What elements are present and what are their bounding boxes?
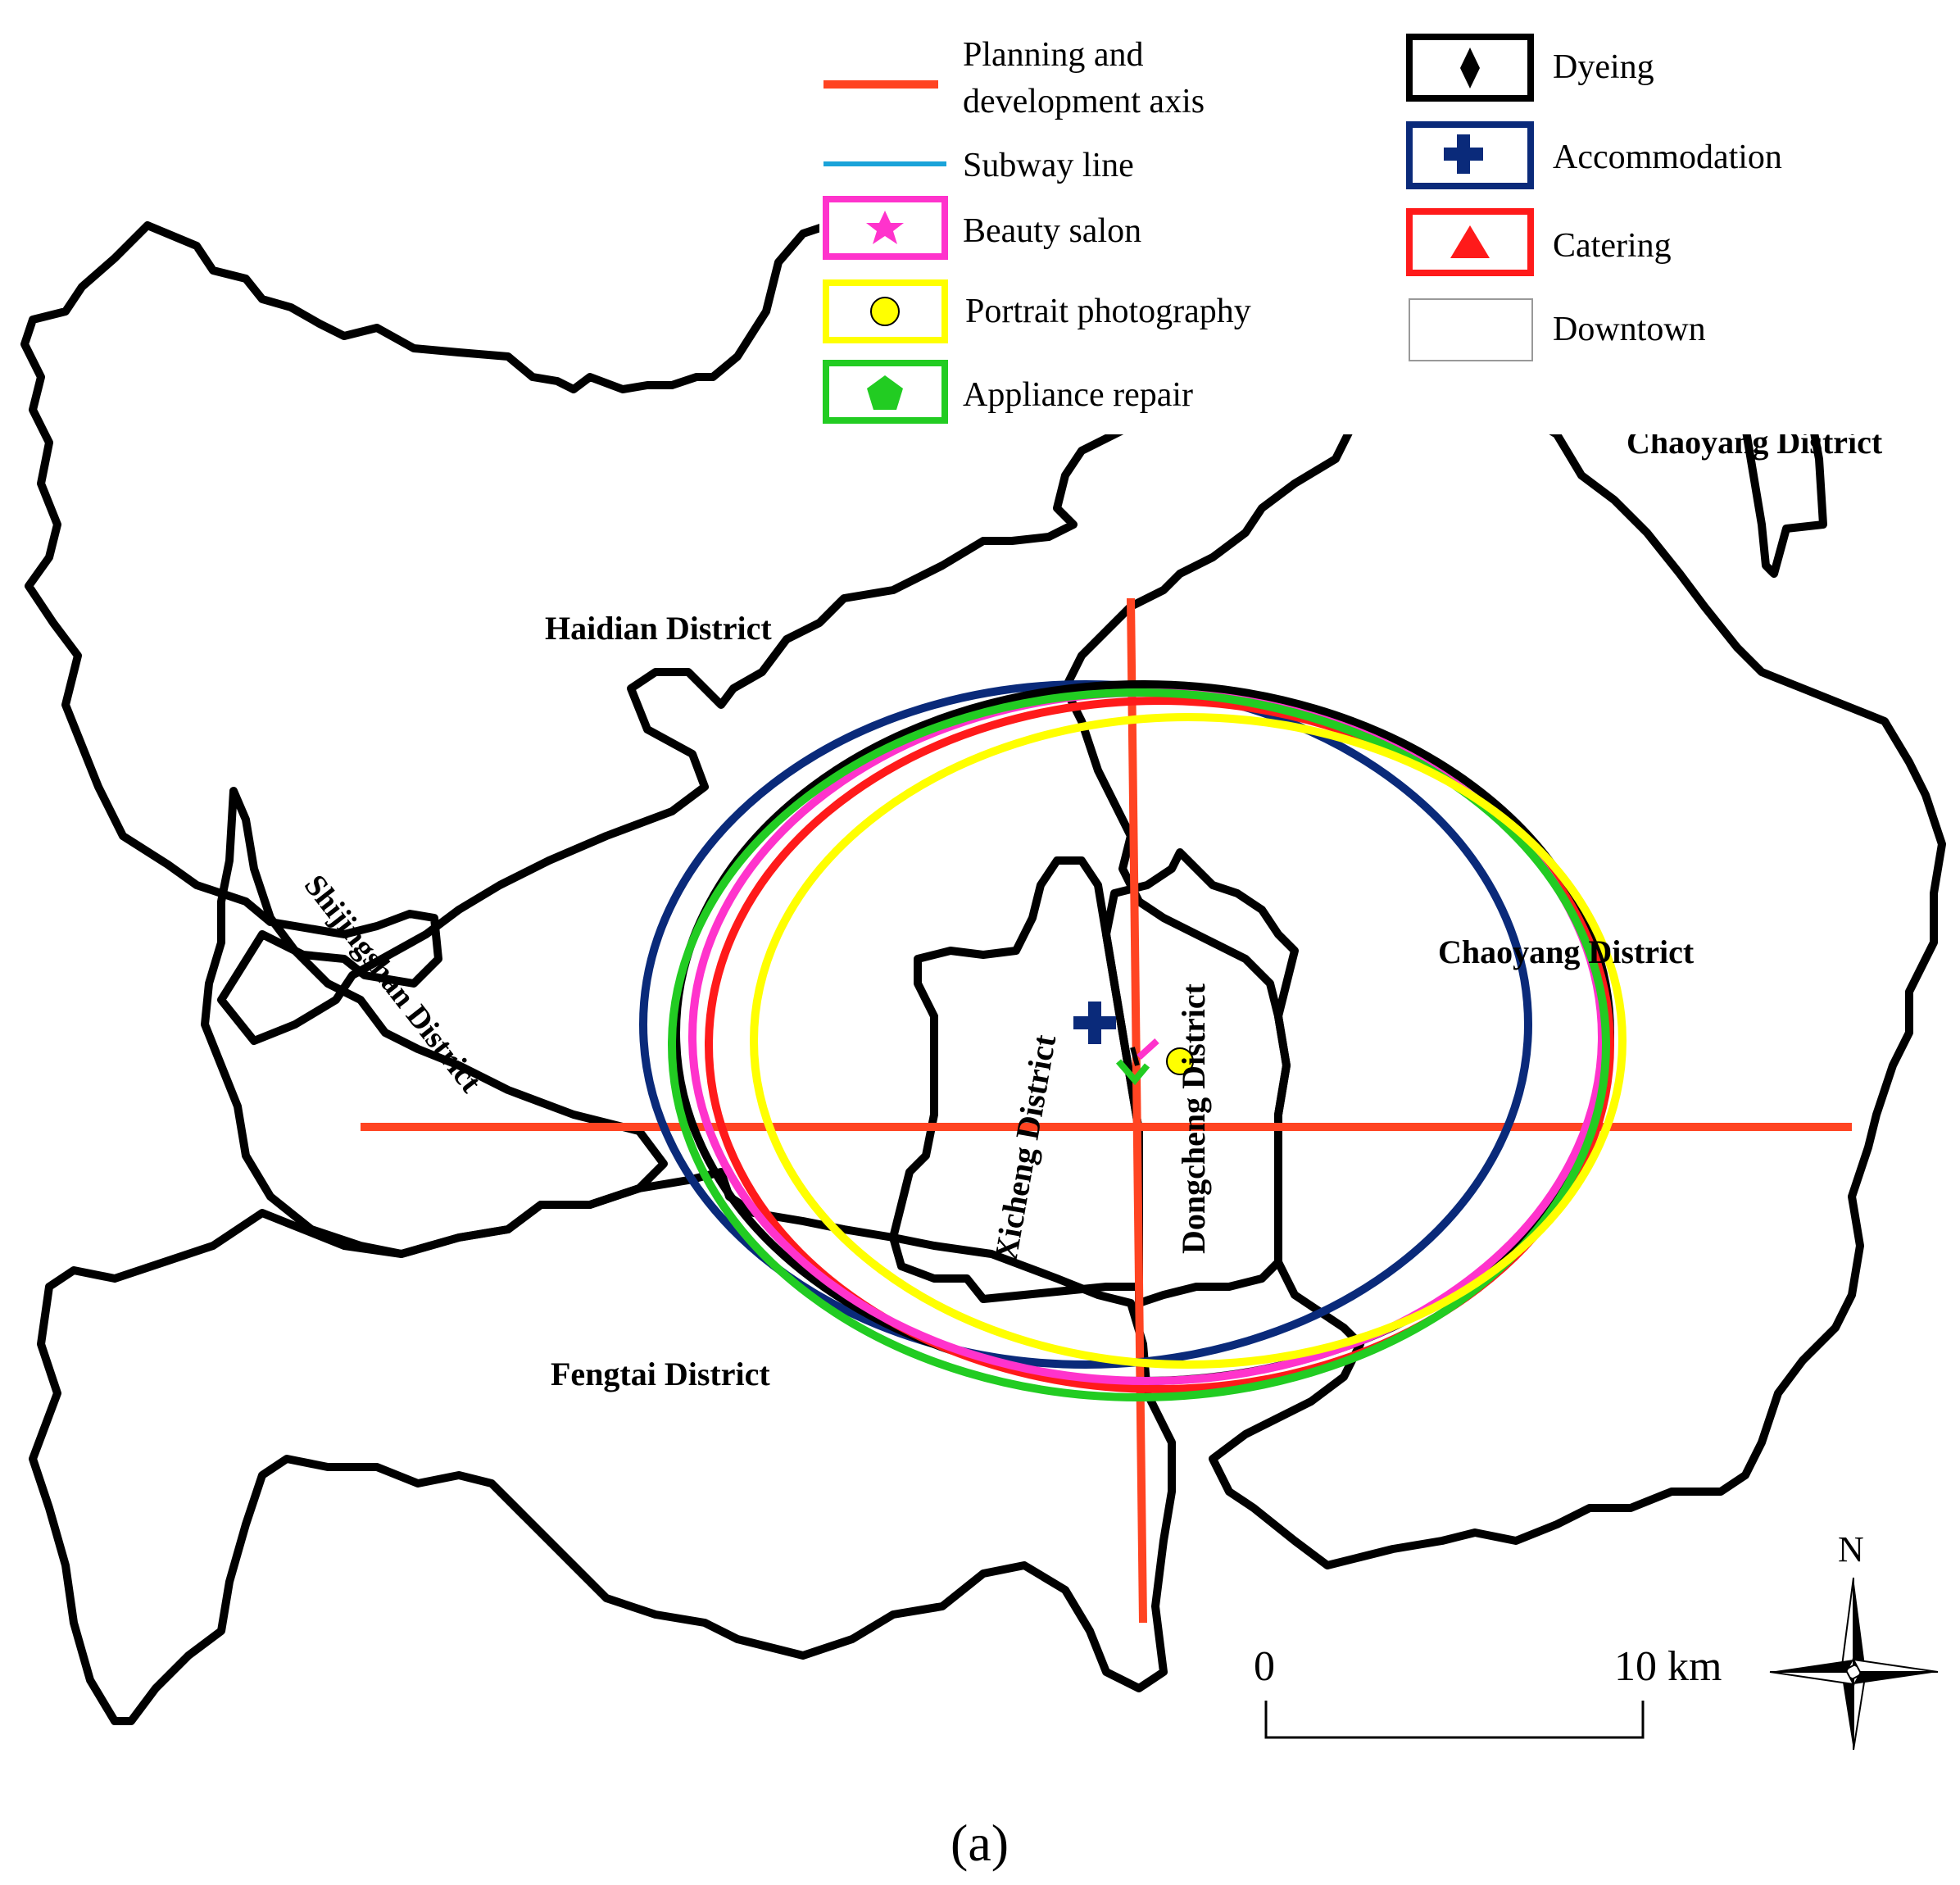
legend-axis-line1: Planning and	[963, 36, 1143, 74]
ellipse-appliance	[668, 688, 1610, 1401]
legend-axis-line2: development axis	[963, 83, 1205, 120]
sde-ellipses	[639, 680, 1627, 1401]
legend-downtown-label: Downtown	[1553, 311, 1706, 348]
portrait-center-icon	[1166, 1047, 1194, 1075]
scale-bar-line	[1264, 1701, 1645, 1739]
scale-bar: 0 10 km	[1254, 1643, 1722, 1739]
figure-caption: (a)	[951, 1814, 1009, 1872]
diamond-icon	[1460, 48, 1480, 89]
district-boundaries	[20, 221, 1946, 1725]
legend-appliance-box	[823, 360, 948, 424]
beauty-center-icon	[1137, 1038, 1159, 1060]
fengtai-boundary	[29, 1168, 1176, 1725]
xicheng-label: Xicheng District	[987, 1031, 1064, 1263]
north-arrow: N	[1769, 1529, 1939, 1751]
legend-accommodation-box	[1406, 121, 1534, 189]
circle-icon	[870, 297, 900, 326]
star-icon	[866, 211, 904, 244]
legend: Planning and development axis Subway lin…	[819, 25, 1960, 434]
dyeing-center-icon	[1130, 1047, 1140, 1066]
triangle-icon	[1450, 225, 1490, 258]
compass-icon	[1769, 1577, 1939, 1751]
scale-end-label: 10 km	[1614, 1643, 1722, 1690]
dongcheng-label: Dongcheng District	[1175, 983, 1212, 1254]
legend-portrait-box	[823, 279, 948, 343]
mean-centers	[1073, 1002, 1194, 1086]
accommodation-center-icon	[1073, 1002, 1116, 1044]
legend-catering-label: Catering	[1553, 227, 1672, 265]
chaoyang-label: Chaoyang District	[1438, 933, 1695, 970]
legend-dyeing-box	[1406, 34, 1534, 102]
plus-icon	[1444, 134, 1483, 174]
legend-beauty-box	[823, 196, 948, 260]
appliance-center-icon	[1115, 1059, 1150, 1086]
legend-appliance-label: Appliance repair	[963, 376, 1193, 414]
legend-dyeing-label: Dyeing	[1553, 48, 1654, 86]
district-labels: Haidian District Shijingshan District Fe…	[297, 424, 1883, 1392]
north-label: N	[1838, 1529, 1864, 1569]
legend-beauty-label: Beauty salon	[963, 212, 1141, 250]
haidian-label: Haidian District	[545, 610, 772, 647]
scale-start-label: 0	[1254, 1643, 1275, 1690]
legend-portrait-label: Portrait photography	[965, 293, 1251, 330]
planning-axes	[361, 597, 1852, 1624]
pentagon-icon	[867, 375, 903, 410]
ellipse-portrait	[750, 713, 1627, 1369]
legend-subway-label: Subway line	[963, 147, 1134, 184]
axis-vertical	[1127, 597, 1147, 1624]
legend-accommodation-label: Accommodation	[1553, 139, 1782, 176]
legend-downtown-box	[1409, 298, 1533, 361]
fengtai-label: Fengtai District	[551, 1356, 770, 1392]
legend-catering-box	[1406, 208, 1534, 276]
